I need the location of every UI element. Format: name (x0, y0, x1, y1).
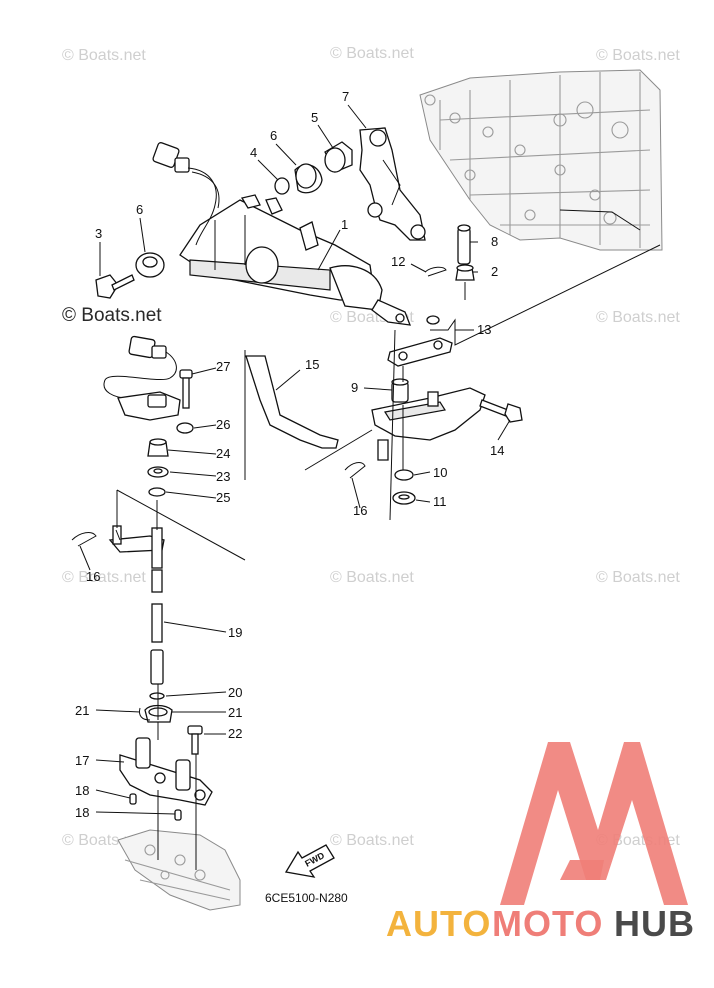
part-10-washer (394, 469, 414, 481)
callout-11: 11 (433, 494, 447, 509)
part-2-bushing (455, 264, 475, 281)
callout-labels: 3 6 4 6 5 7 1 8 12 2 13 15 9 14 10 11 16… (75, 89, 504, 820)
part-27-bolt (179, 369, 193, 409)
callout-23: 23 (216, 469, 230, 484)
watermark: © Boats.net (62, 47, 146, 64)
parts-4-5-6-top (274, 141, 353, 195)
callout-24: 24 (216, 446, 230, 461)
part-25-clip (148, 487, 166, 497)
callout-1: 1 (341, 217, 348, 232)
watermark: © Boats.net (330, 832, 414, 849)
part-26-washer (176, 422, 194, 434)
diagram-code: 6CE5100-N280 (265, 891, 348, 905)
leader-lines (79, 104, 511, 815)
brand-wordmark: AUTO MOTO HUB (386, 903, 695, 944)
callout-4: 4 (250, 145, 257, 160)
callout-13: 13 (477, 322, 491, 337)
part-13-link (387, 315, 453, 367)
part-6-bushing-left (135, 252, 165, 278)
assembly-lines (115, 244, 661, 870)
callout-21: 21 (75, 703, 89, 718)
callout-19: 19 (228, 625, 242, 640)
callout-16: 16 (86, 569, 100, 584)
brand-auto: AUTO (386, 903, 491, 944)
part-24-bushing (147, 438, 169, 457)
fwd-arrow: FWD (284, 844, 335, 878)
callout-8: 8 (491, 234, 498, 249)
neutral-switch-assembly (103, 335, 181, 421)
callout-25: 25 (216, 490, 230, 505)
part-16-clip-left (71, 532, 97, 547)
callout-6: 6 (270, 128, 277, 143)
part-9-bushing (391, 378, 409, 403)
shift-shaft (108, 525, 165, 685)
shift-lever (371, 387, 486, 461)
part-21-bushing (139, 704, 173, 723)
part-20-o-ring (149, 692, 165, 700)
watermark: © Boats.net (596, 309, 680, 326)
brand-moto: MOTO (492, 903, 603, 944)
callout-10: 10 (433, 465, 447, 480)
callout-22: 22 (228, 726, 242, 741)
part-14-bolt (479, 399, 523, 423)
callout-16: 16 (353, 503, 367, 518)
callout-27: 27 (216, 359, 230, 374)
callout-21: 21 (228, 705, 242, 720)
shift-rod-assembly (179, 194, 412, 326)
watermark: © Boats.net (596, 569, 680, 586)
callout-6: 6 (136, 202, 143, 217)
callout-14: 14 (490, 443, 504, 458)
part-11-washer (392, 491, 416, 505)
lower-case-outline (117, 829, 241, 911)
wiring-harness-top (152, 142, 220, 246)
part-22-bolt (187, 725, 203, 755)
watermark: © Boats.net (62, 569, 146, 586)
part-8-pin (457, 224, 471, 265)
callout-15: 15 (305, 357, 319, 372)
callout-18: 18 (75, 783, 89, 798)
watermark: © Boats.net (330, 45, 414, 62)
callout-18: 18 (75, 805, 89, 820)
part-23-washer (147, 466, 169, 478)
callout-20: 20 (228, 685, 242, 700)
automotohub-logo (500, 742, 688, 905)
brand-hub: HUB (614, 903, 695, 944)
part-15-plate (245, 355, 339, 449)
part-7-bracket (359, 127, 426, 241)
callout-12: 12 (391, 254, 405, 269)
part-17-bracket (119, 737, 213, 806)
callout-3: 3 (95, 226, 102, 241)
part-18-dowel (174, 809, 182, 821)
callout-2: 2 (491, 264, 498, 279)
watermark: © Boats.net (330, 569, 414, 586)
part-12-clip (424, 266, 447, 277)
watermark-main: © Boats.net (62, 305, 162, 326)
callout-17: 17 (75, 753, 89, 768)
watermark: © Boats.net (596, 47, 680, 64)
callout-7: 7 (342, 89, 349, 104)
part-3-bolt (95, 274, 135, 299)
callout-5: 5 (311, 110, 318, 125)
part-16-clip-right (344, 462, 366, 479)
callout-9: 9 (351, 380, 358, 395)
part-18-dowel (129, 793, 137, 805)
engine-block-outline (419, 69, 663, 251)
callout-26: 26 (216, 417, 230, 432)
